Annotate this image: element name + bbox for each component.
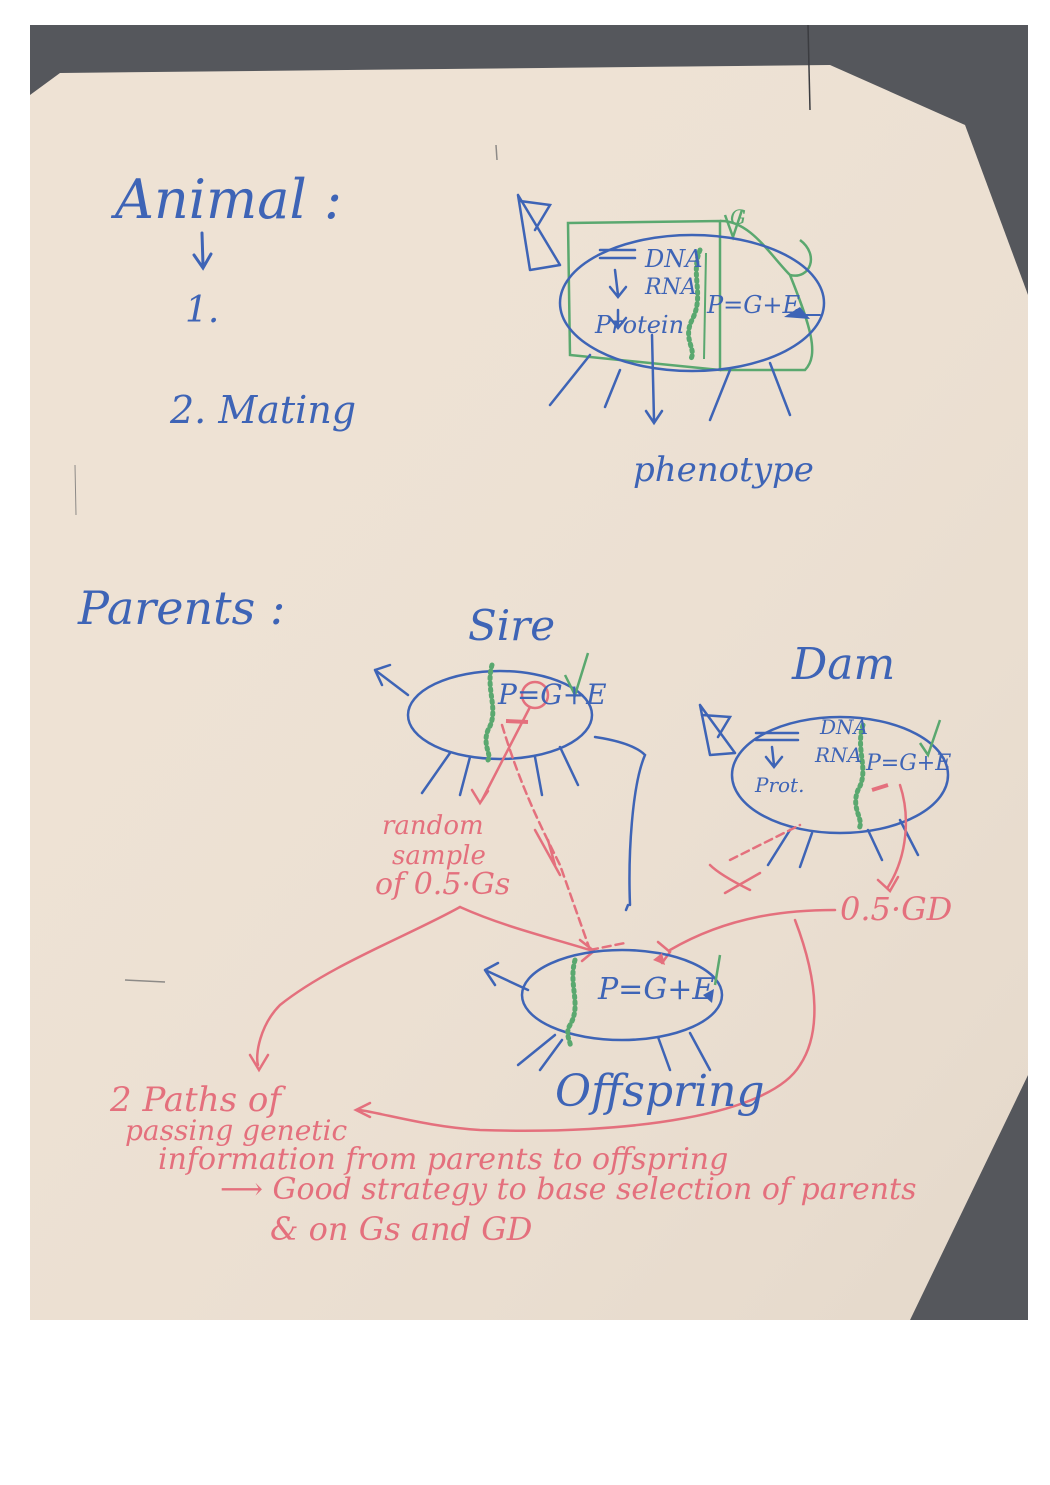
dna-strand-dam [853, 722, 866, 833]
parents-heading: Parents : [78, 581, 286, 635]
notes-line-3: information from parents to offspring [158, 1142, 729, 1177]
protein-label: Protein [595, 311, 685, 339]
animal-formula: P=G+E [707, 291, 801, 319]
dam-protein-label: Prot. [755, 773, 805, 797]
notes-line-1: 2 Paths of [110, 1080, 281, 1120]
dam-dna-label: DNA [820, 715, 868, 739]
sire-label: Sire [468, 601, 556, 650]
sire-formula: P=G+E [498, 678, 607, 711]
animal-item-1: 1. [185, 290, 220, 331]
notes-line-2: passing genetic [125, 1114, 348, 1147]
dam-check [918, 719, 942, 758]
animal-body [516, 193, 826, 426]
board-drawing [30, 25, 1028, 1320]
dam-half-genotype: 0.5·GD [840, 890, 953, 928]
dam-label: Dam [792, 639, 896, 690]
whiteboard-photo: Animal : 1. 2. Mating DNA RNA Protein P=… [30, 25, 1028, 1320]
offspring-label: Offspring [555, 1066, 765, 1117]
dna-label: DNA [645, 245, 703, 273]
dna-strand-offspring [565, 957, 578, 1050]
sire-body [373, 663, 647, 907]
dna-strand-animal [686, 247, 703, 363]
dam-rna-label: RNA [815, 743, 863, 767]
sample-text-1: random [382, 811, 484, 841]
animal-item-2: 2. Mating [170, 388, 357, 432]
dna-strand-sire [483, 662, 496, 763]
animal-heading: Animal : [115, 168, 343, 231]
rna-label: RNA [645, 275, 697, 300]
sample-text-3: of 0.5·Gs [375, 867, 511, 902]
offspring-formula: P=G+E [598, 972, 715, 1007]
phenotype-label: phenotype [633, 450, 814, 490]
dam-body [698, 703, 950, 869]
dam-formula: P=G+E [866, 751, 952, 776]
sample-text-2: sample [392, 841, 486, 871]
animal-arrow [192, 231, 213, 271]
sire-check [563, 652, 590, 699]
tail-triangle [784, 307, 810, 319]
g-label: G [730, 205, 746, 229]
offspring-body [483, 903, 724, 1072]
notes-line-4: ⟶ Good strategy to base selection of par… [220, 1172, 917, 1207]
notes-line-5: & on Gs and GD [270, 1210, 533, 1248]
